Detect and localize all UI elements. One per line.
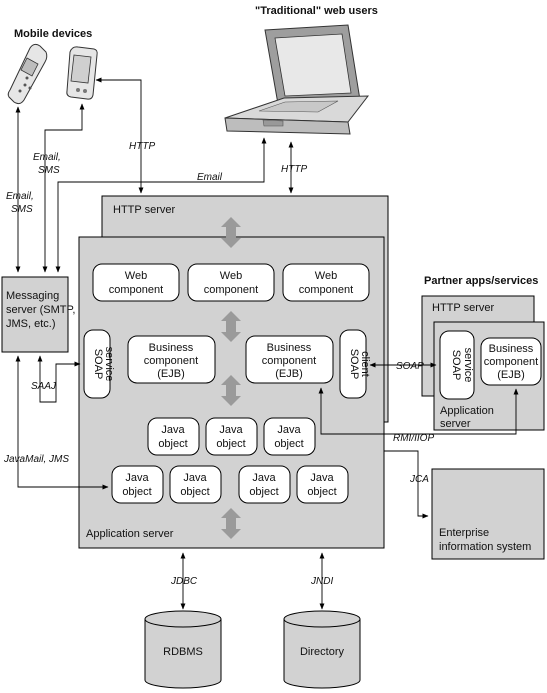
svg-text:HTTP: HTTP <box>281 164 307 175</box>
svg-text:Web: Web <box>125 270 147 282</box>
svg-text:RMI/IIOP: RMI/IIOP <box>393 433 434 444</box>
java-object: Java object <box>263 417 316 456</box>
business-component: Business component (EJB) <box>245 335 334 384</box>
svg-text:object: object <box>249 486 278 498</box>
svg-text:Email,: Email, <box>6 191 34 202</box>
java-object: Java object <box>296 465 349 504</box>
svg-text:Java: Java <box>219 424 243 436</box>
http-server-label: HTTP server <box>113 204 175 216</box>
java-object: Java object <box>238 465 291 504</box>
business-component: Business component (EJB) <box>127 335 216 384</box>
messaging-server-box <box>1 276 69 353</box>
svg-text:Business: Business <box>149 342 194 354</box>
svg-text:Web: Web <box>220 270 242 282</box>
svg-text:Directory: Directory <box>300 646 345 658</box>
partner-business-component: Business component (EJB) <box>480 337 542 386</box>
svg-text:component: component <box>484 356 538 368</box>
soap-client-component: SOAP client <box>339 329 371 399</box>
web-users-heading: "Traditional" web users <box>255 5 378 17</box>
svg-text:JCA: JCA <box>409 474 429 485</box>
web-component: Web component <box>282 263 370 302</box>
svg-text:object: object <box>158 438 187 450</box>
svg-text:component: component <box>262 355 316 367</box>
svg-text:Java: Java <box>161 424 185 436</box>
java-object: Java object <box>147 417 200 456</box>
svg-text:Business: Business <box>267 342 312 354</box>
svg-text:SOAP: SOAP <box>450 350 462 381</box>
messaging-server-label-3: JMS, etc.) <box>6 318 56 330</box>
partner-soap-service-component: SOAP service <box>439 330 475 400</box>
svg-text:Business: Business <box>489 343 534 355</box>
svg-text:object: object <box>122 486 151 498</box>
connector-lines <box>15 77 519 610</box>
mobile-devices-heading: Mobile devices <box>14 28 92 40</box>
svg-text:Java: Java <box>252 472 276 484</box>
svg-text:component: component <box>109 284 163 296</box>
svg-text:Email,: Email, <box>33 152 61 163</box>
web-component: Web component <box>187 263 275 302</box>
svg-text:SOAP: SOAP <box>348 349 360 380</box>
eis-label-2: information system <box>439 541 531 553</box>
svg-text:Web: Web <box>315 270 337 282</box>
cell-phone-icon <box>7 43 48 105</box>
svg-text:service: service <box>103 347 115 382</box>
svg-text:JDBC: JDBC <box>170 576 198 587</box>
svg-text:object: object <box>274 438 303 450</box>
svg-text:SOAP: SOAP <box>396 361 424 372</box>
java-object: Java object <box>205 417 258 456</box>
svg-text:object: object <box>307 486 336 498</box>
svg-text:SAAJ: SAAJ <box>31 381 57 392</box>
svg-text:(EJB): (EJB) <box>157 368 185 380</box>
messaging-server-label-1: Messaging <box>6 290 59 302</box>
java-object: Java object <box>169 465 222 504</box>
eis-label-1: Enterprise <box>439 527 489 539</box>
enterprise-information-system-box <box>431 468 545 560</box>
laptop-icon <box>224 24 370 135</box>
java-object: Java object <box>111 465 164 504</box>
application-server-label: Application server <box>86 528 174 540</box>
svg-text:Java: Java <box>183 472 207 484</box>
svg-text:(EJB): (EJB) <box>497 369 525 381</box>
svg-text:SMS: SMS <box>38 165 60 176</box>
svg-text:Java: Java <box>310 472 334 484</box>
soap-service-component: SOAP service <box>83 329 115 399</box>
messaging-server-label-2: server (SMTP, <box>6 304 75 316</box>
svg-text:SMS: SMS <box>11 204 33 215</box>
svg-text:component: component <box>144 355 198 367</box>
svg-text:SOAP: SOAP <box>92 349 104 380</box>
partner-http-server-label: HTTP server <box>432 302 494 314</box>
svg-text:component: component <box>204 284 258 296</box>
web-component: Web component <box>92 263 180 302</box>
rdbms-database: RDBMS <box>144 610 222 689</box>
pda-icon <box>66 46 98 100</box>
svg-text:Java: Java <box>277 424 301 436</box>
svg-text:client: client <box>359 351 371 377</box>
svg-text:service: service <box>462 348 474 383</box>
svg-text:JavaMail, JMS: JavaMail, JMS <box>3 454 69 465</box>
svg-text:Email: Email <box>197 172 223 183</box>
svg-text:HTTP: HTTP <box>129 141 155 152</box>
partner-app-server-label-1: Application <box>440 405 494 417</box>
svg-text:Java: Java <box>125 472 149 484</box>
svg-text:component: component <box>299 284 353 296</box>
partner-heading: Partner apps/services <box>424 275 538 287</box>
directory-database: Directory <box>283 610 361 689</box>
svg-text:object: object <box>216 438 245 450</box>
svg-text:JNDI: JNDI <box>310 576 333 587</box>
svg-text:object: object <box>180 486 209 498</box>
connector-labels: Email, SMS Email, SMS HTTP Email HTTP SA… <box>3 141 434 587</box>
svg-text:RDBMS: RDBMS <box>163 646 203 658</box>
svg-text:(EJB): (EJB) <box>275 368 303 380</box>
partner-app-server-label-2: server <box>440 418 471 430</box>
